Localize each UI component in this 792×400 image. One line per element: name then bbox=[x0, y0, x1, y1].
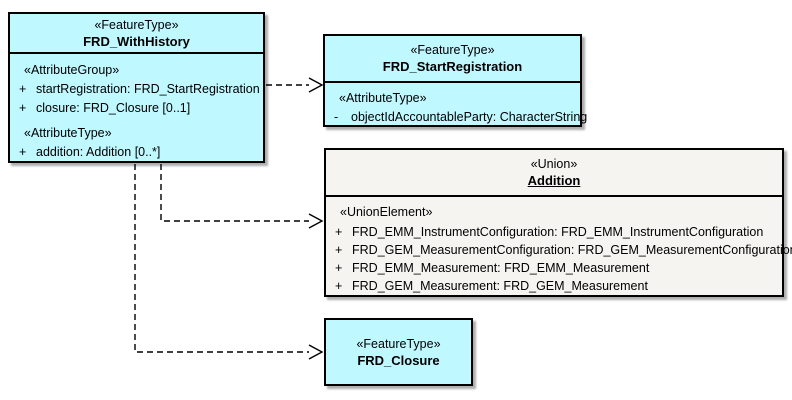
attribute-text: startRegistration: FRD_StartRegistration bbox=[36, 82, 260, 96]
attribute-text: closure: FRD_Closure [0..1] bbox=[36, 101, 191, 115]
class-frd-with-history: «FeatureType» FRD_WithHistory «Attribute… bbox=[8, 12, 265, 163]
class-addition: «Union» Addition «UnionElement» + FRD_EM… bbox=[324, 148, 792, 297]
class-header: «FeatureType» FRD_WithHistory bbox=[10, 14, 263, 54]
visibility-marker: - bbox=[334, 110, 339, 124]
attribute-text: objectIdAccountableParty: CharacterStrin… bbox=[351, 110, 588, 124]
section-stereotype: «UnionElement» bbox=[340, 205, 433, 219]
stereotype-label: «Union» bbox=[530, 157, 578, 171]
attribute-text: FRD_EMM_Measurement: FRD_EMM_Measurement bbox=[352, 261, 650, 275]
stereotype-label: «FeatureType» bbox=[94, 17, 179, 32]
attribute-row: + addition: Addition [0..*] bbox=[15, 143, 259, 162]
attribute-text: FRD_EMM_InstrumentConfiguration: FRD_EMM… bbox=[352, 225, 764, 239]
visibility-marker: + bbox=[335, 279, 343, 293]
class-name: FRD_Closure bbox=[357, 352, 440, 368]
stereotype-label: «FeatureType» bbox=[356, 336, 441, 351]
class-header: «FeatureType» FRD_Closure bbox=[326, 320, 471, 384]
section-stereotype: «AttributeType» bbox=[24, 126, 112, 140]
attribute-row: + FRD_EMM_Measurement: FRD_EMM_Measureme… bbox=[331, 259, 778, 277]
class-body: «UnionElement» + FRD_EMM_InstrumentConfi… bbox=[326, 197, 792, 295]
visibility-marker: + bbox=[335, 261, 343, 275]
attribute-row: + startRegistration: FRD_StartRegistrati… bbox=[15, 80, 260, 99]
attribute-row: + closure: FRD_Closure [0..1] bbox=[15, 99, 259, 118]
class-body: «AttributeGroup» + startRegistration: FR… bbox=[10, 54, 263, 162]
attribute-text: FRD_GEM_MeasurementConfiguration: FRD_GE… bbox=[352, 243, 792, 257]
attribute-text: FRD_GEM_Measurement: FRD_GEM_Measurement bbox=[352, 279, 648, 293]
class-name: FRD_WithHistory bbox=[83, 33, 190, 49]
visibility-marker: + bbox=[19, 145, 27, 159]
class-header: «FeatureType» FRD_StartRegistration bbox=[325, 36, 580, 83]
class-frd-closure: «FeatureType» FRD_Closure bbox=[324, 318, 473, 386]
attribute-row: - objectIdAccountableParty: CharacterStr… bbox=[330, 108, 587, 127]
dependency-arrow-start-registration bbox=[266, 77, 324, 93]
visibility-marker: + bbox=[335, 243, 343, 257]
attribute-row: + FRD_GEM_Measurement: FRD_GEM_Measureme… bbox=[331, 277, 778, 295]
dependency-arrow-addition bbox=[160, 164, 324, 229]
attribute-text: addition: Addition [0..*] bbox=[36, 145, 161, 159]
class-name: FRD_StartRegistration bbox=[382, 59, 523, 74]
section-stereotype: «AttributeType» bbox=[339, 91, 427, 105]
attribute-row: + FRD_GEM_MeasurementConfiguration: FRD_… bbox=[331, 241, 792, 259]
visibility-marker: + bbox=[19, 101, 27, 115]
stereotype-label: «FeatureType» bbox=[410, 43, 495, 57]
class-name: Addition bbox=[527, 173, 581, 188]
class-header: «Union» Addition bbox=[326, 150, 782, 197]
dependency-arrow-closure bbox=[134, 164, 324, 360]
visibility-marker: + bbox=[335, 225, 343, 239]
class-body: «AttributeType» - objectIdAccountablePar… bbox=[325, 83, 587, 127]
section-stereotype: «AttributeGroup» bbox=[24, 63, 120, 77]
attribute-row: + FRD_EMM_InstrumentConfiguration: FRD_E… bbox=[331, 223, 778, 241]
class-frd-start-registration: «FeatureType» FRD_StartRegistration «Att… bbox=[323, 34, 587, 127]
visibility-marker: + bbox=[19, 82, 27, 96]
